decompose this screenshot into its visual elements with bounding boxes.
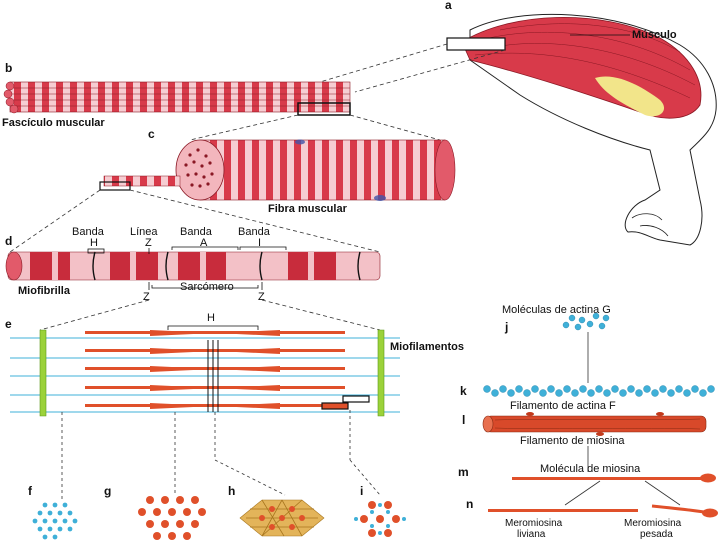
label-mero-pesada-1: Meromiosina <box>624 518 682 529</box>
zoom-lines-ab <box>319 43 506 93</box>
cross-section-m-line <box>239 499 325 537</box>
letter-k: k <box>460 384 467 398</box>
actin-filaments <box>10 337 400 413</box>
label-musculo: Músculo <box>632 29 677 41</box>
zoom-lines-de <box>39 299 381 331</box>
label-actina-g: Moléculas de actina G <box>502 304 611 316</box>
label-mero-liviana-1: Meromiosina <box>505 518 563 529</box>
zoom-lines-cross <box>61 410 381 500</box>
letter-g: g <box>104 484 111 498</box>
fascicle-zoom-box <box>297 102 351 116</box>
label-z-right: Z <box>258 291 265 303</box>
label-banda-h-word: Banda <box>72 226 105 238</box>
label-mero-pesada-2: pesada <box>640 529 673 540</box>
letter-n: n <box>466 497 473 511</box>
letter-d: d <box>5 234 12 248</box>
arm-illustration <box>461 13 717 246</box>
actin-f-filament <box>483 385 715 397</box>
label-linea-z-word: Línea <box>130 226 158 238</box>
label-banda-a-letter: A <box>200 237 208 249</box>
muscle-fascicle <box>3 81 351 114</box>
letter-f: f <box>28 484 33 498</box>
letter-i: i <box>360 484 363 498</box>
label-banda-i-word: Banda <box>238 226 271 238</box>
label-miofibrilla: Miofibrilla <box>18 285 71 297</box>
label-actina-f: Filamento de actina F <box>510 400 616 412</box>
muscle-zoom-box <box>446 37 506 51</box>
label-miofilamentos: Miofilamentos <box>390 341 464 353</box>
zoom-lines-cd <box>9 189 381 253</box>
label-banda-i-letter: I <box>258 237 261 249</box>
letter-l: l <box>462 413 465 427</box>
letter-b: b <box>5 61 12 75</box>
label-banda-a-word: Banda <box>180 226 213 238</box>
myofibril <box>5 251 381 281</box>
letter-c: c <box>148 127 155 141</box>
muscle-fiber <box>103 139 456 201</box>
label-z-left: Z <box>143 291 150 303</box>
label-fasciculo: Fascículo muscular <box>2 117 105 129</box>
fiber-zoom-box <box>99 181 131 191</box>
myosin-filaments <box>85 330 345 409</box>
z-discs <box>39 329 385 417</box>
cross-section-actin <box>32 502 78 540</box>
label-h-zone: H <box>207 312 215 324</box>
letter-e: e <box>5 317 12 331</box>
letter-a: a <box>445 0 452 12</box>
myofilament-lattice <box>10 329 400 417</box>
letter-j: j <box>504 320 508 334</box>
zoom-lines-bc <box>189 114 441 141</box>
letter-m: m <box>458 465 469 479</box>
myosin-filament <box>482 412 707 436</box>
label-mero-liviana-2: liviana <box>517 529 546 540</box>
label-miosina-fil: Filamento de miosina <box>520 435 625 447</box>
label-fibra: Fibra muscular <box>268 203 348 215</box>
label-miosina-mol: Molécula de miosina <box>540 463 641 475</box>
label-linea-z-letter: Z <box>145 237 152 249</box>
m-line <box>207 340 219 412</box>
label-banda-h-letter: H <box>90 237 98 249</box>
letter-h: h <box>228 484 235 498</box>
cross-section-myosin <box>138 496 206 540</box>
label-sarcomero: Sarcómero <box>180 281 234 293</box>
cross-section-overlap <box>354 501 406 537</box>
myosin-molecule <box>512 473 716 483</box>
meromyosin-heavy <box>651 504 718 518</box>
meromyosin-light <box>488 509 638 512</box>
actin-g-molecules <box>562 312 610 331</box>
